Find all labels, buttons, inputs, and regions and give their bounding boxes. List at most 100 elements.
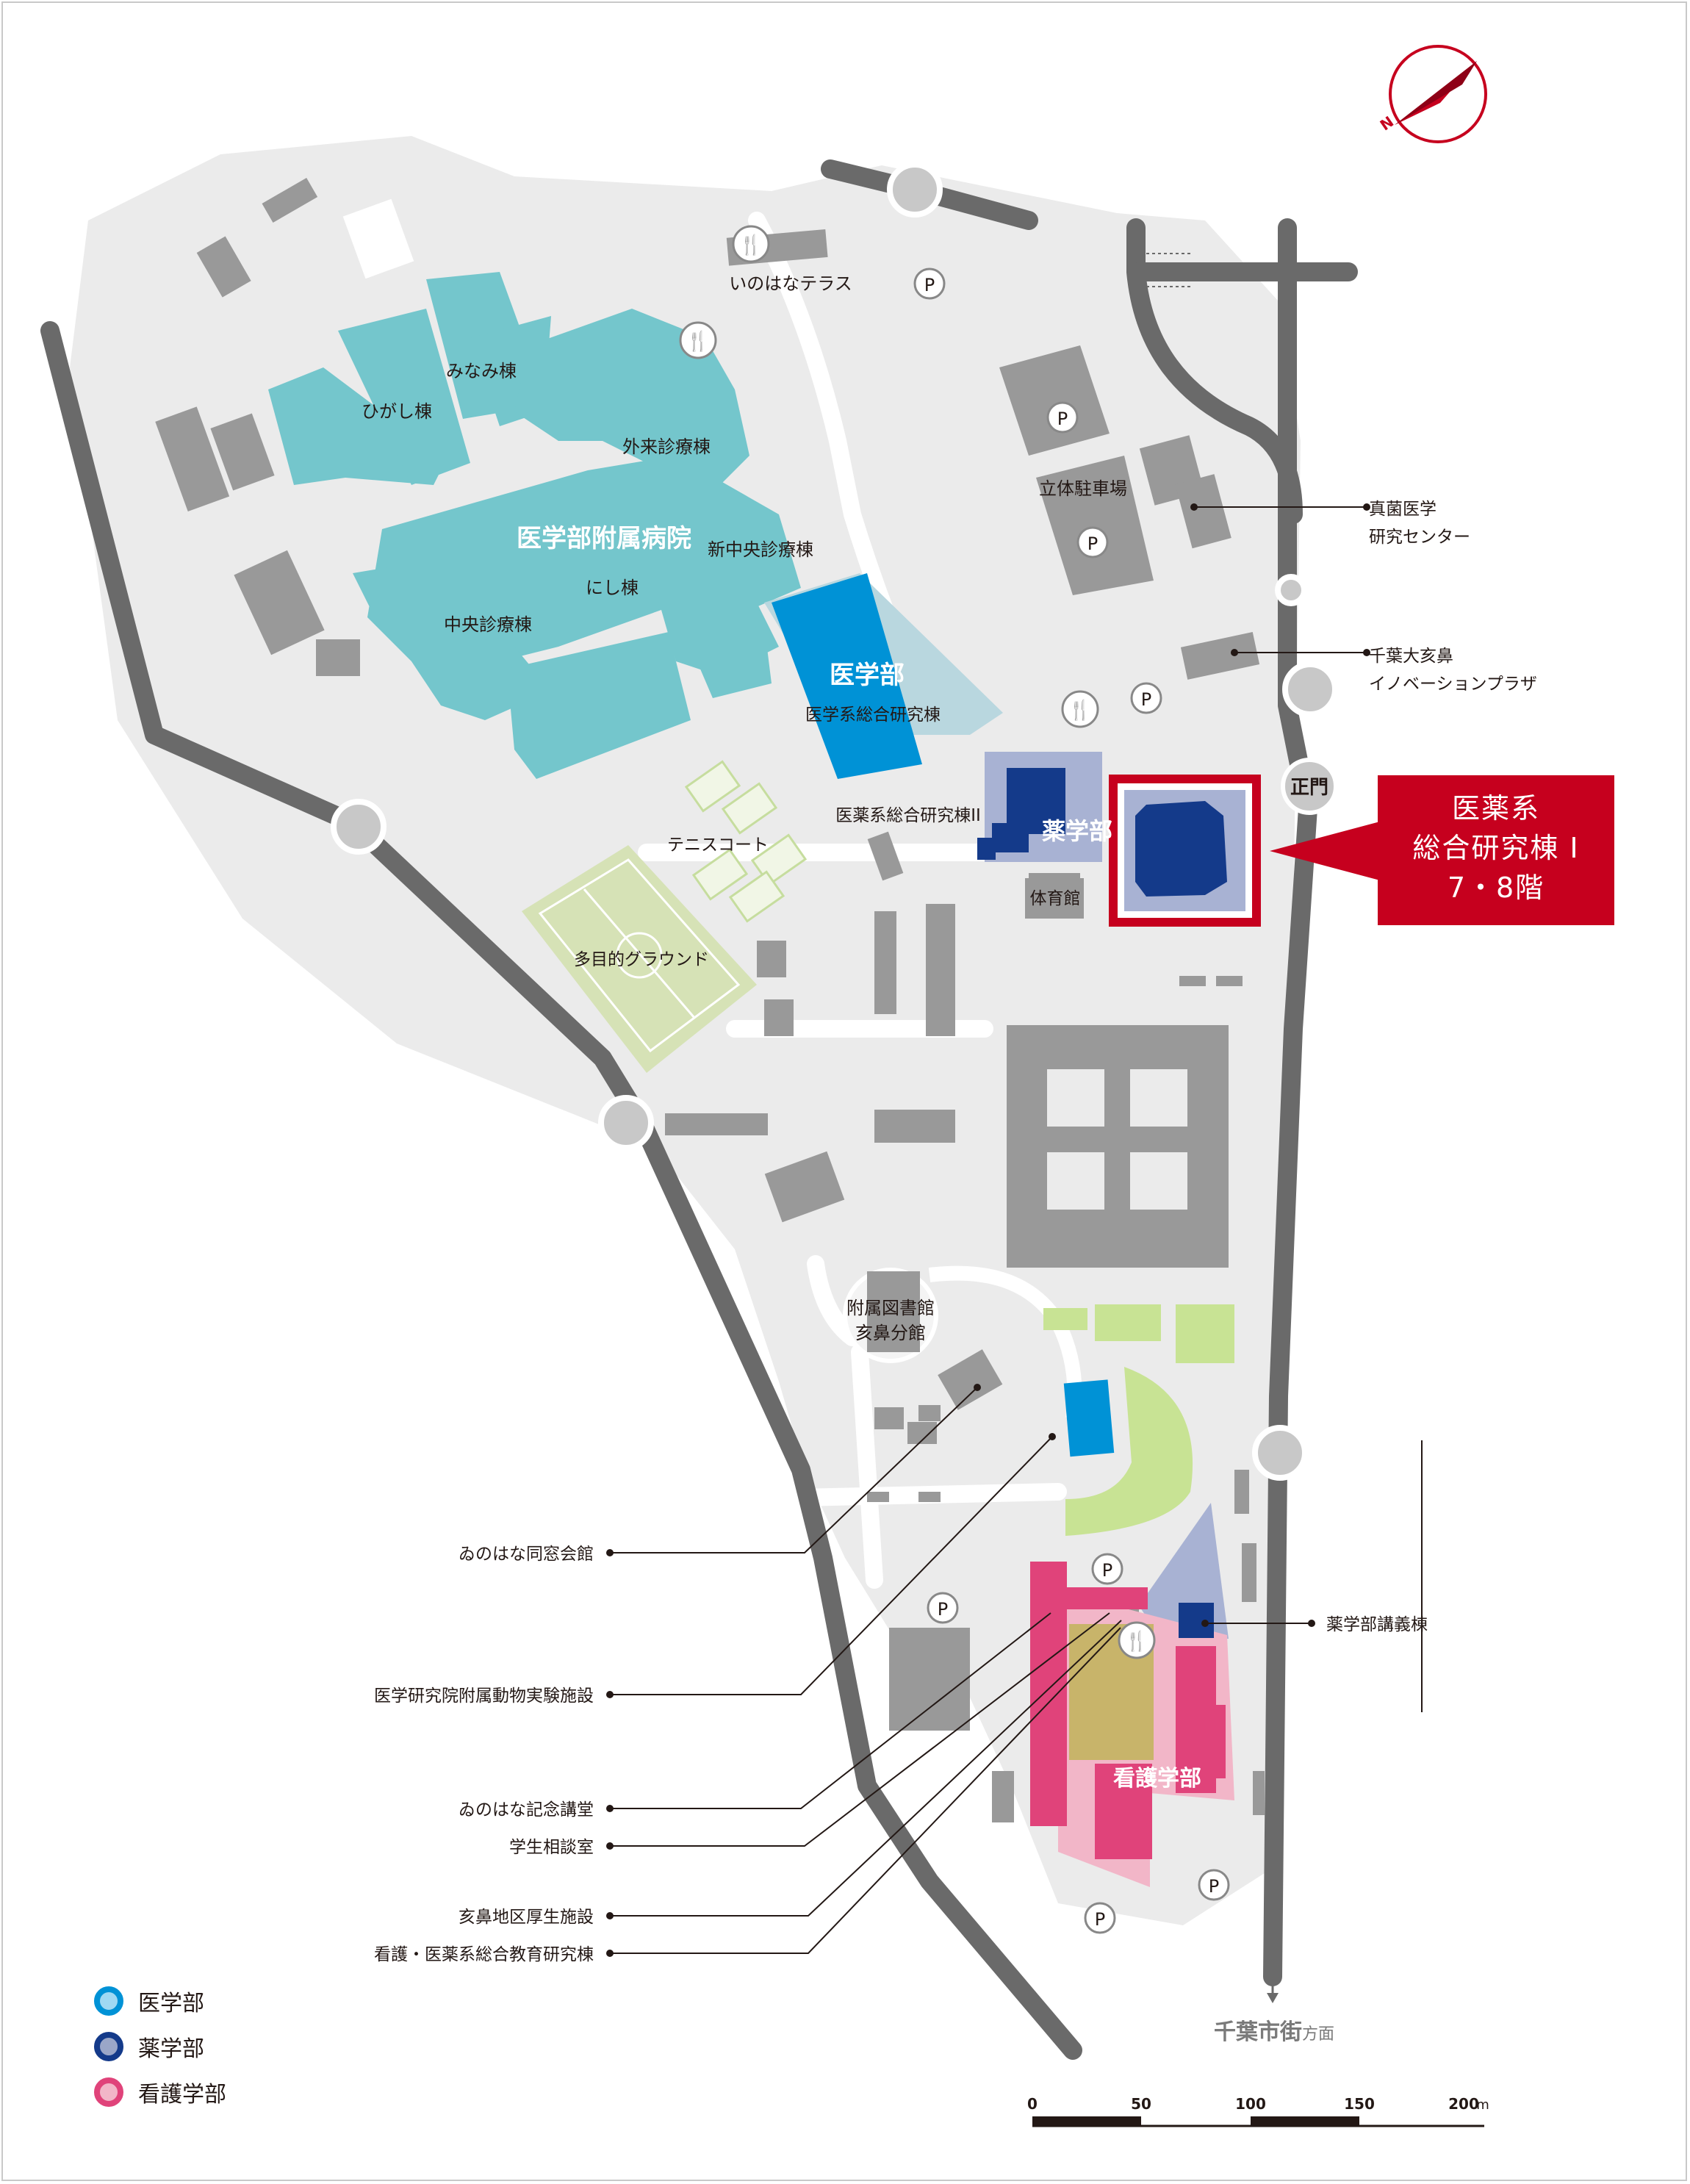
svg-text:P: P (924, 275, 935, 295)
label-higashi: ひがし棟 (362, 401, 432, 422)
dotted-connector (1146, 253, 1190, 287)
svg-text:🍴: 🍴 (739, 234, 763, 256)
label-tennis: テニスコート (667, 836, 769, 855)
label-gairai: 外来診療棟 (622, 437, 711, 457)
callout-line-2: 総合研究棟 I (1412, 832, 1580, 864)
callout-line-1: 医薬系 (1451, 792, 1540, 825)
label-fungi-2: 研究センター (1369, 528, 1470, 547)
label-plaza-2: イノベーションプラザ (1369, 675, 1537, 694)
parking-icon: P (1084, 1902, 1116, 1934)
building-white-1 (342, 198, 414, 279)
parking-icon: P (1198, 1869, 1230, 1901)
svg-text:🍴: 🍴 (686, 330, 710, 353)
roundabouts (331, 162, 1338, 1481)
restaurant-icon: 🍴 (679, 321, 717, 359)
buildings-south (867, 1349, 1265, 1822)
target-callout: 医薬系 総合研究棟 I 7・8階 (1378, 775, 1614, 925)
legend-pharmacy-label: 薬学部 (138, 2036, 204, 2062)
legend-pharmacy-dot (94, 2032, 123, 2061)
label-alumni: ゐのはな同窓会館 (459, 1545, 594, 1564)
leader-lines (610, 506, 1423, 1954)
parking-markers: P P P P P P P P (913, 267, 1230, 1934)
legend-medicine-dot (94, 1986, 123, 2016)
library-building (867, 1271, 920, 1352)
label-medicine: 医学部 (830, 661, 905, 690)
svg-text:P: P (1057, 409, 1068, 429)
label-shinchuo: 新中央診療棟 (708, 539, 813, 560)
building-medicine (772, 573, 922, 779)
label-nursing: 看護学部 (1113, 1766, 1201, 1792)
svg-text:P: P (1087, 534, 1098, 554)
big-building (1007, 1025, 1229, 1268)
label-inohana-terrace: いのはなテラス (729, 273, 852, 294)
buildings-west (155, 178, 360, 676)
road-east (1263, 218, 1317, 1986)
restaurant-icon: 🍴 (1061, 690, 1099, 728)
svg-text:P: P (938, 1599, 948, 1620)
gym-building (1025, 878, 1084, 919)
parking-icon: P (927, 1592, 959, 1624)
main-gate-marker[interactable] (1281, 758, 1338, 815)
pitch-lines (538, 858, 741, 1053)
main-gate-label: 正門 (1290, 777, 1328, 799)
scale-tick-100: 100 (1235, 2095, 1266, 2113)
label-parking-tower: 立体駐車場 (1039, 478, 1127, 499)
pharmacy-buildings (977, 768, 1065, 860)
svg-text:🍴: 🍴 (1125, 1630, 1148, 1653)
compass-icon: N (1377, 45, 1487, 143)
scale-unit: m (1476, 2097, 1489, 2113)
building-medicine-south (1063, 1379, 1115, 1457)
label-plaza-1: 千葉大亥鼻 (1369, 647, 1453, 666)
label-pharm-research2: 医薬系総合研究棟II (835, 806, 981, 825)
road-west (40, 321, 1082, 2060)
scale-tick-150: 150 (1344, 2095, 1375, 2113)
label-memorial: ゐのはな記念講堂 (459, 1800, 594, 1820)
label-nursing-edu: 看護・医薬系総合教育研究棟 (374, 1945, 594, 1964)
parking-icon: P (1091, 1553, 1123, 1585)
label-minami: みなみ棟 (446, 361, 517, 381)
callout-pointer (1270, 822, 1380, 880)
label-ground: 多目的グラウンド (574, 950, 709, 969)
label-city: 千葉市街方面 (1214, 2019, 1334, 2045)
buildings-center (665, 229, 1260, 1223)
scale-tick-200: 200 (1448, 2095, 1479, 2113)
label-counsel: 学生相談室 (509, 1838, 594, 1857)
scale-bar: 0 50 100 150 200 m (1027, 2095, 1489, 2127)
scale-tick-0: 0 (1027, 2095, 1038, 2113)
parking-icon: P (913, 267, 946, 300)
pharmacy-lecture-building (1179, 1603, 1214, 1638)
callout-line-3: 7・8階 (1447, 872, 1545, 904)
label-welfare: 亥鼻地区厚生施設 (459, 1908, 594, 1927)
target-building[interactable] (1135, 801, 1227, 897)
legend-nursing-label: 看護学部 (138, 2082, 226, 2108)
parking-icon: P (1130, 682, 1162, 714)
restaurant-icon: 🍴 (1118, 1621, 1156, 1659)
label-fungi-1: 真菌医学 (1369, 500, 1436, 519)
label-library-1: 附属図書館 (846, 1298, 935, 1318)
leader-dots (606, 503, 1370, 1957)
parking-icon: P (1046, 401, 1079, 434)
label-hospital: 医学部附属病院 (517, 524, 691, 553)
tennis-courts (684, 760, 808, 923)
svg-text:P: P (1095, 1909, 1105, 1930)
legend-nursing-dot (94, 2077, 123, 2107)
label-chuo: 中央診療棟 (444, 614, 532, 635)
legend: 医学部 薬学部 看護学部 (94, 1978, 226, 2115)
walkways (638, 212, 1067, 1589)
label-med-research: 医学系総合研究棟 (805, 705, 941, 725)
arrow-south-icon (1267, 1993, 1279, 2003)
label-gym: 体育館 (1030, 889, 1081, 908)
nursing-buildings (1030, 1562, 1226, 1859)
svg-text:🍴: 🍴 (1068, 699, 1092, 722)
parking-icon: P (1076, 526, 1109, 558)
svg-text:P: P (1141, 689, 1151, 710)
label-nishi: にし棟 (586, 578, 639, 598)
legend-item-pharmacy: 薬学部 (94, 2024, 226, 2069)
scale-tick-50: 50 (1131, 2095, 1151, 2113)
restaurant-markers: 🍴 🍴 🍴 🍴 (679, 225, 1156, 1659)
green-dot-fields (1043, 1304, 1234, 1536)
legend-item-medicine: 医学部 (94, 1978, 226, 2024)
label-pharmacy: 薬学部 (1042, 817, 1112, 845)
